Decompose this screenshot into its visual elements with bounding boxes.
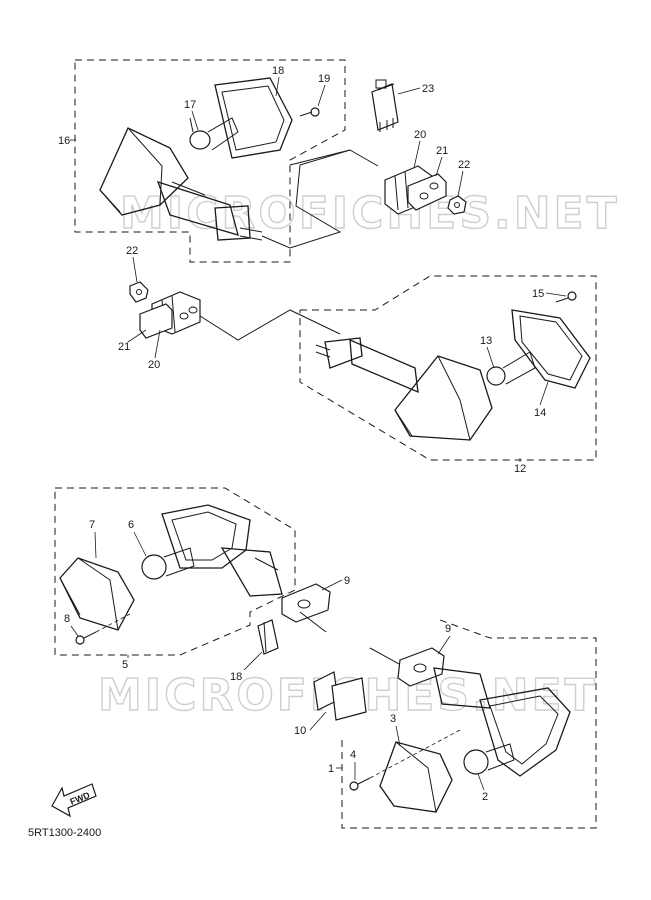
callout-9-upper: 9 <box>344 575 350 587</box>
callout-6: 6 <box>128 519 134 531</box>
callout-5: 5 <box>122 659 128 671</box>
turn-signal-housing-front-right <box>315 291 591 441</box>
callout-1: 1 <box>328 763 334 775</box>
assembly-12-boundary <box>299 275 597 461</box>
callout-14: 14 <box>534 407 546 419</box>
grommet-20-21-right <box>384 165 447 215</box>
assembly-5-boundary <box>54 487 296 656</box>
callout-22-right: 22 <box>458 159 470 171</box>
callout-20-left: 20 <box>148 359 160 371</box>
callout-17: 17 <box>184 99 196 111</box>
grommet-20-21-left <box>139 291 201 339</box>
callout-21-right: 21 <box>436 145 448 157</box>
grommet-9-upper <box>281 583 331 633</box>
callout-15: 15 <box>532 288 544 300</box>
callout-4: 4 <box>350 749 356 761</box>
grommet-9-lower <box>397 647 445 687</box>
turn-signal-housing-front-left <box>99 77 320 241</box>
diagram-code: 5RT1300-2400 <box>28 827 101 839</box>
callout-9-lower: 9 <box>445 623 451 635</box>
callout-11: 18 <box>230 671 242 683</box>
relay-23 <box>371 79 399 132</box>
plate-10 <box>313 671 367 721</box>
callout-23: 23 <box>422 83 434 95</box>
callout-8: 8 <box>64 613 70 625</box>
turn-signal-housing-rear-left <box>59 504 283 645</box>
callout-19: 19 <box>318 73 330 85</box>
forward-arrow-icon: FWD <box>51 783 97 818</box>
callout-10: 10 <box>294 725 306 737</box>
callout-7: 7 <box>89 519 95 531</box>
assembly-1-boundary <box>341 619 597 829</box>
callout-3: 3 <box>390 713 396 725</box>
watermark-top: MICROFICHES.NET <box>120 188 620 239</box>
callout-2: 2 <box>482 791 488 803</box>
callout-18: 18 <box>272 65 284 77</box>
callout-22-left: 22 <box>126 245 138 257</box>
callout-12: 12 <box>514 463 526 475</box>
assembly-16-boundary <box>74 59 346 263</box>
bracket-11 <box>257 619 279 655</box>
nut-22-left <box>129 281 149 303</box>
turn-signal-housing-rear-right <box>349 667 571 813</box>
callout-21-left: 21 <box>118 341 130 353</box>
callout-13: 13 <box>480 335 492 347</box>
callout-16: 16 <box>58 135 70 147</box>
callout-20-right: 20 <box>414 129 426 141</box>
